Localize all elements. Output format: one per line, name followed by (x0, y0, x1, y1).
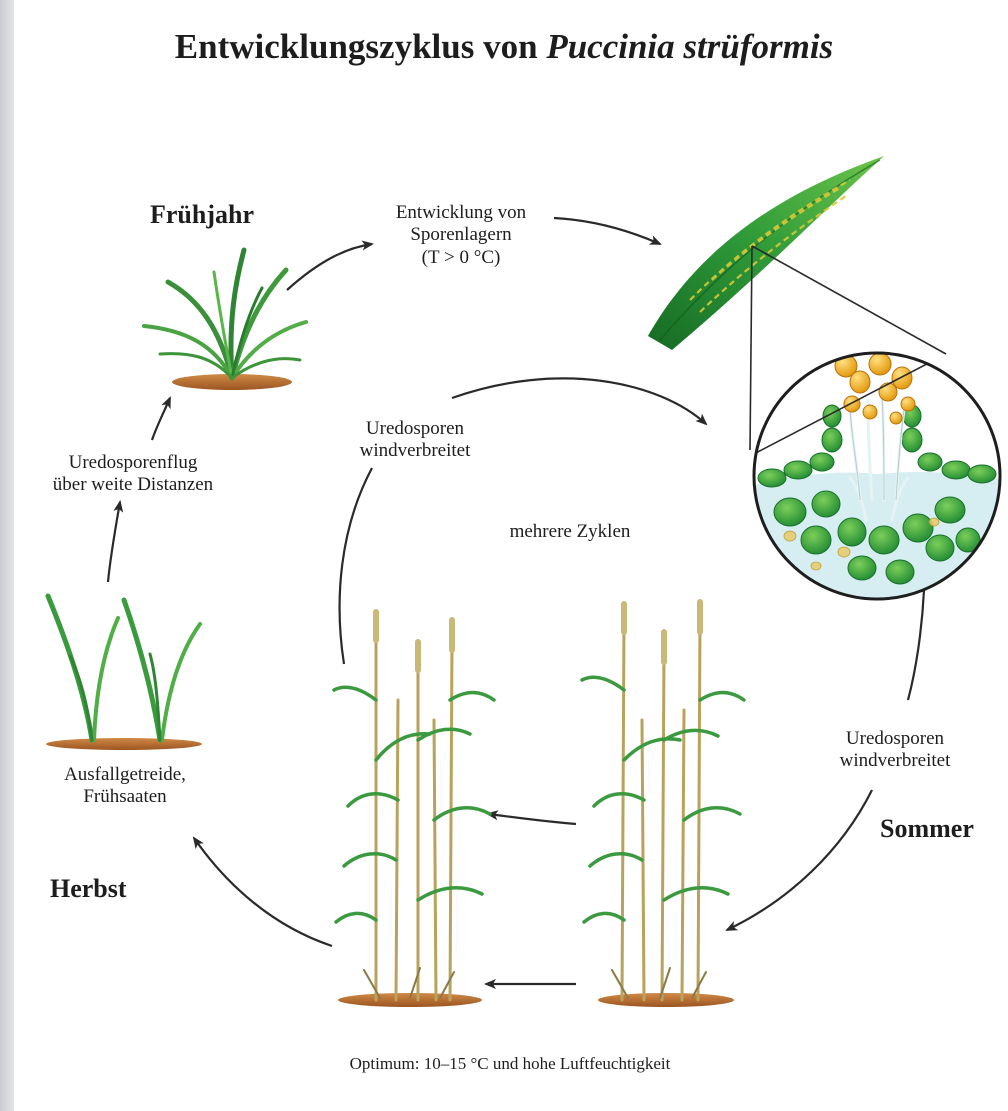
note-uredo-right: Uredosporen windverbreitet (810, 728, 980, 773)
arrow-spring-to-label (287, 244, 372, 290)
arrow-autumn-up (108, 502, 120, 582)
note-mehrere-zyklen: mehrere Zyklen (480, 521, 660, 543)
note-uredosporenflug-line2: über weite Distanzen (10, 474, 256, 496)
arrow-label-to-summer (727, 790, 872, 930)
note-uredo-right-line2: windverbreitet (810, 750, 980, 772)
title-species: Puccinia strüformis (546, 27, 833, 66)
wheat-plants-right (582, 602, 744, 1007)
note-sporenlager: Entwicklung von Sporenlagern (T > 0 °C) (366, 202, 556, 269)
page-title: Entwicklungszyklus von Puccinia strüform… (0, 26, 1008, 67)
note-ausfallgetreide-line2: Frühsaaten (30, 786, 220, 808)
note-uredo-inner-line2: windverbreitet (330, 440, 500, 462)
note-sporenlager-line3: (T > 0 °C) (366, 247, 556, 269)
spring-seedling-illustration (144, 250, 306, 390)
note-uredo-inner-line1: Uredosporen (330, 418, 500, 440)
season-label-summer: Sommer (880, 814, 974, 845)
note-sporenlager-line1: Entwicklung von (366, 202, 556, 224)
footer-optimum: Optimum: 10–15 °C und hohe Luftfeuchtigk… (260, 1054, 760, 1074)
note-ausfallgetreide: Ausfallgetreide, Frühsaaten (30, 764, 220, 809)
arrow-circle-to-label (908, 590, 924, 700)
title-prefix: Entwicklungszyklus von (175, 27, 547, 66)
arrow-plants-middle (488, 814, 576, 824)
autumn-seedlings-illustration (46, 596, 202, 750)
cross-section-magnification (750, 350, 1008, 610)
note-uredo-right-line1: Uredosporen (810, 728, 980, 750)
season-label-spring: Frühjahr (150, 200, 254, 231)
note-uredo-inner: Uredosporen windverbreitet (330, 418, 500, 463)
season-label-autumn: Herbst (50, 874, 127, 905)
wheat-plants-left (334, 612, 494, 1007)
arrow-inner-left (340, 468, 372, 664)
note-ausfallgetreide-line1: Ausfallgetreide, (30, 764, 220, 786)
note-uredosporenflug: Uredosporenflug über weite Distanzen (10, 452, 256, 497)
arrow-to-autumn (194, 838, 332, 946)
note-sporenlager-line2: Sporenlagern (366, 224, 556, 246)
arrow-label-to-leaf (554, 218, 660, 244)
arrow-up-to-spring (152, 398, 170, 440)
note-uredosporenflug-line1: Uredosporenflug (10, 452, 256, 474)
